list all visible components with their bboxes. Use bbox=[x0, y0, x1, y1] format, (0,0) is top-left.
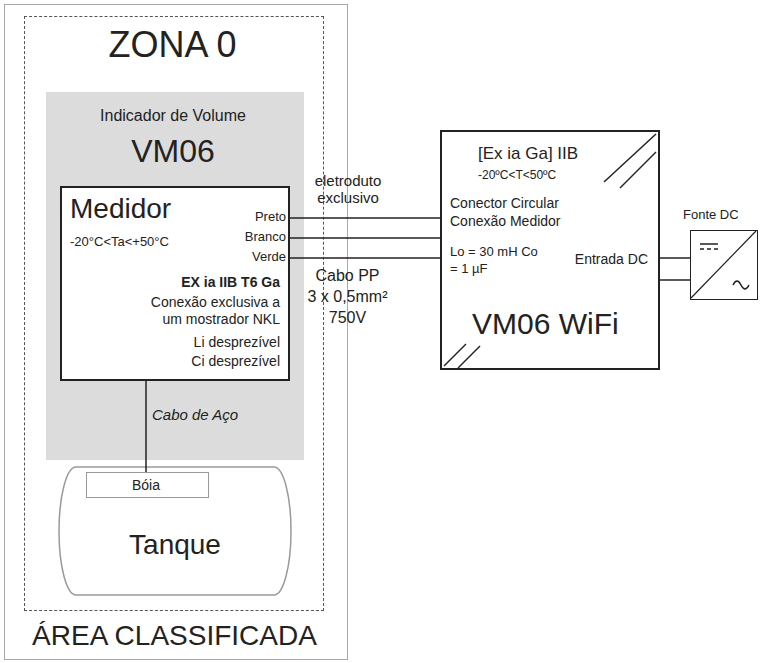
node-text: Entrada DC bbox=[575, 251, 648, 268]
node-text: VM06 WiFi bbox=[472, 306, 619, 342]
node-title: [Ex ia Ga] IIB bbox=[478, 144, 578, 164]
cable-spec: Cabo PP bbox=[300, 266, 395, 285]
node-text: Conexão exclusiva a um mostrador NKL bbox=[146, 294, 280, 328]
node-text: Li desprezível bbox=[194, 334, 280, 351]
node-title: Bóia bbox=[87, 477, 205, 494]
node-title: Tanque bbox=[58, 528, 292, 562]
tank-outline bbox=[59, 467, 291, 595]
node-text: -20ºC<T<50ºC bbox=[478, 168, 556, 182]
dc-source-symbol bbox=[691, 231, 756, 298]
node-text: Conector Circular Conexão Medidor bbox=[450, 194, 582, 230]
zone-region: ZONA 0 Indicador de VolumeVM06Medidor -20°… bbox=[24, 16, 324, 611]
tank-cylinder: Tanque Bóia bbox=[58, 466, 296, 596]
classified-area: ÁREA CLASSIFICADA ZONA 0 Indicador de Volu… bbox=[4, 4, 348, 660]
cable-spec: 750V bbox=[300, 308, 395, 327]
conduit-note: eletroduto exclusivo bbox=[298, 172, 398, 207]
wire bbox=[290, 217, 440, 219]
wire bbox=[660, 279, 690, 281]
dc-symbol bbox=[700, 243, 718, 245]
node-title: Fonte DC bbox=[683, 207, 739, 223]
wire-color: Verde bbox=[200, 249, 286, 265]
node-title: Indicador de Volume bbox=[46, 106, 300, 125]
edge-label: Cabo de Aço bbox=[152, 406, 238, 424]
node-title: Medidor bbox=[70, 192, 171, 226]
steel-cable bbox=[145, 381, 147, 472]
node-text: VM06 bbox=[46, 132, 300, 170]
dc-symbol bbox=[700, 248, 718, 250]
wire bbox=[660, 257, 690, 259]
node-text: Lo = 30 mH Co = 1 µF bbox=[450, 244, 540, 278]
dc-source-box: Fonte DC bbox=[690, 230, 758, 300]
node-text: EX ia IIB T6 Ga bbox=[181, 274, 280, 291]
indicator-housing: Indicador de VolumeVM06Medidor -20°C<Ta<+… bbox=[46, 92, 304, 460]
barrier-slash bbox=[604, 134, 656, 182]
cable-spec: 3 x 0,5mm² bbox=[300, 287, 395, 306]
float-box: Bóia bbox=[86, 472, 209, 498]
wifi-barrier-box: [Ex ia Ga] IIB -20ºC<T<50ºC Conector Circu… bbox=[440, 130, 660, 370]
wire bbox=[290, 257, 440, 259]
wire-color: Branco bbox=[200, 229, 286, 245]
ac-symbol bbox=[733, 281, 749, 289]
node-text: -20°C<Ta<+50°C bbox=[70, 234, 169, 250]
barrier-slash bbox=[620, 152, 656, 188]
wire-color: Preto bbox=[200, 209, 286, 225]
converter-diagonal bbox=[691, 231, 756, 298]
node-text: Ci desprezível bbox=[191, 353, 280, 370]
node-title: ÁREA CLASSIFICADA bbox=[5, 619, 344, 653]
barrier-slash bbox=[458, 346, 480, 368]
node-title: ZONA 0 bbox=[25, 23, 320, 66]
wire bbox=[290, 237, 440, 239]
